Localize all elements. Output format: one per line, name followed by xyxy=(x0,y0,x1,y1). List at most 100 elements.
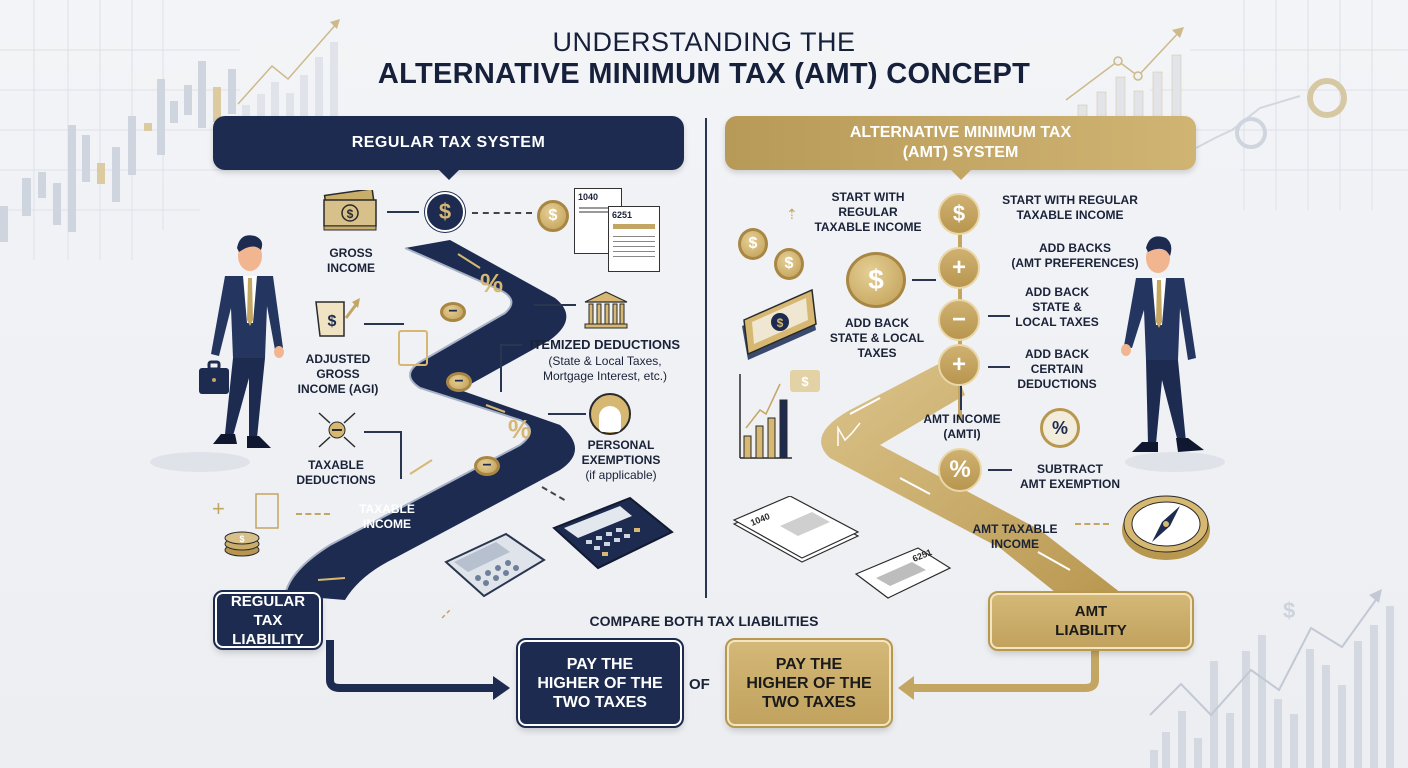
connector-line xyxy=(500,344,522,346)
connector-line xyxy=(960,386,962,410)
form-1040-label: 1040 xyxy=(578,192,599,202)
label-line: AMT INCOME xyxy=(923,412,1001,426)
amt-step-state-local-label: ADD BACK STATE & LOCAL TAXES xyxy=(1012,285,1102,330)
amt-taxable-income-label: AMT TAXABLE INCOME xyxy=(960,522,1070,552)
page-title-line1: UNDERSTANDING THE xyxy=(552,27,856,57)
amt-tax-road xyxy=(821,358,1130,600)
amt-step-plus-icon: + xyxy=(938,247,980,289)
label-line: LOCAL TAXES xyxy=(1015,315,1099,329)
minus-symbol: − xyxy=(448,303,458,320)
trend-arrow-top-left xyxy=(237,21,339,105)
label-line: INCOME xyxy=(991,537,1039,551)
large-dollar-coin-icon: $ xyxy=(846,252,906,308)
growth-bar-chart-icon: $ xyxy=(739,370,820,459)
mini-chart-icon xyxy=(837,422,861,446)
label-line: ADD BACK xyxy=(845,316,909,330)
compare-liabilities-heading: COMPARE BOTH TAX LIABILITIES xyxy=(589,613,819,629)
itemized-deductions-detail-1: (State & Local Taxes, xyxy=(548,354,662,368)
minus-coin-icon: − xyxy=(440,302,466,322)
box-line: TWO TAXES xyxy=(553,693,647,711)
calculator-icon xyxy=(444,532,546,598)
minus-coin-icon: − xyxy=(446,372,472,392)
percent-road-icon: % xyxy=(480,268,504,298)
amt-step-dollar-icon: $ xyxy=(938,193,980,235)
box-line: PAY THE xyxy=(566,655,634,673)
box-line: TWO TAXES xyxy=(762,693,856,711)
banknote-stack-icon: $ xyxy=(742,288,817,360)
connector-line xyxy=(387,211,419,213)
label-line: REGULAR xyxy=(838,205,898,219)
amt-banner-line2: (AMT) SYSTEM xyxy=(902,144,1019,161)
walking-businessman-left-icon xyxy=(199,235,284,448)
label-line: TAXABLE INCOME xyxy=(814,220,922,234)
svg-text:$: $ xyxy=(801,374,809,389)
gold-coin-icon: $ xyxy=(537,200,569,232)
svg-text:$: $ xyxy=(239,534,244,544)
minus-symbol: − xyxy=(482,457,492,474)
connector-line xyxy=(548,413,586,415)
amt-system-banner: ALTERNATIVE MINIMUM TAX (AMT) SYSTEM xyxy=(725,116,1196,180)
amt-liability-line1: AMT xyxy=(1074,603,1108,620)
compass-icon xyxy=(1122,495,1210,560)
percent-badge-icon: % xyxy=(1040,408,1080,448)
bank-building-icon xyxy=(584,291,628,329)
minus-arrows-icon xyxy=(318,412,356,448)
candles xyxy=(0,61,236,242)
form-6251-icon: 6251 xyxy=(854,547,952,599)
connector-line xyxy=(364,431,400,433)
regular-tax-road xyxy=(284,240,575,600)
dollar-symbol: $ xyxy=(438,199,452,224)
label-line: SUBTRACT xyxy=(1037,462,1103,476)
regular-liability-line2: TAX LIABILITY xyxy=(232,611,304,648)
taxable-deductions-label: TAXABLE DEDUCTIONS xyxy=(296,458,376,487)
label-line: START WITH REGULAR xyxy=(1002,193,1138,207)
connector-line xyxy=(534,304,576,306)
dashed-connector xyxy=(1075,523,1109,525)
percent-symbol: % xyxy=(1051,417,1068,438)
center-divider xyxy=(705,118,707,598)
plus-icon: + xyxy=(212,496,225,521)
personal-exemptions-title-2: EXEMPTIONS xyxy=(581,453,661,467)
label-line: STATE & LOCAL xyxy=(829,331,925,345)
bar-chart-decoration-top-left xyxy=(242,42,338,117)
taxable-income-label: TAXABLE INCOME xyxy=(359,502,415,531)
bar-chart-decoration-bottom-right xyxy=(1150,606,1394,768)
regular-tax-system-banner: REGULAR TAX SYSTEM xyxy=(213,116,684,180)
amt-banner-line1: ALTERNATIVE MINIMUM TAX xyxy=(849,124,1072,141)
subtract-exemption-label: SUBTRACT AMT EXEMPTION xyxy=(1010,462,1130,492)
regular-liability-line1: REGULAR xyxy=(230,592,306,610)
connector-line xyxy=(500,344,502,392)
svg-text:$: $ xyxy=(1283,598,1295,623)
amt-left-label-start: START WITH REGULAR TAXABLE INCOME xyxy=(812,190,924,235)
trend-arrow-top-right xyxy=(1065,29,1182,101)
form-1040-stack-icon: 1040 xyxy=(732,496,860,563)
regular-to-pay-arrow xyxy=(326,640,495,692)
amt-step-add-backs-label: ADD BACKS (AMT PREFERENCES) xyxy=(1010,241,1140,271)
label-line: START WITH xyxy=(831,190,905,204)
connector-line xyxy=(988,469,1012,471)
itemized-deductions-detail-2: Mortgage Interest, etc.) xyxy=(542,369,668,383)
label-line: DEDUCTIONS xyxy=(1017,377,1097,391)
label-line: STATE & xyxy=(1032,300,1082,314)
personal-exemptions-title-1: PERSONAL xyxy=(587,438,655,452)
svg-text:$: $ xyxy=(328,313,337,330)
person-icon xyxy=(589,393,631,435)
gross-income-label: GROSS INCOME xyxy=(327,246,375,275)
connector-line xyxy=(400,431,402,479)
step-symbol: − xyxy=(951,306,966,333)
connector-line xyxy=(912,279,936,281)
form-6251-icon: 6251 xyxy=(608,206,660,272)
connector-line xyxy=(988,315,1010,317)
box-line: HIGHER OF THE xyxy=(746,674,872,692)
amt-left-label-add-back: ADD BACK STATE & LOCAL TAXES xyxy=(822,316,932,361)
gold-coin-icon: $ xyxy=(738,228,768,260)
step-symbol: + xyxy=(951,351,966,378)
box-line: PAY THE xyxy=(775,655,843,673)
amt-step-minus-icon: − xyxy=(938,299,980,341)
connector-line xyxy=(988,366,1010,368)
form-6251-label: 6251 xyxy=(612,210,633,220)
dashed-up-arrow-icon: ⇡ xyxy=(786,206,798,222)
dollar-node-icon: $ xyxy=(425,192,465,232)
percent-road-icon: % xyxy=(508,414,532,444)
